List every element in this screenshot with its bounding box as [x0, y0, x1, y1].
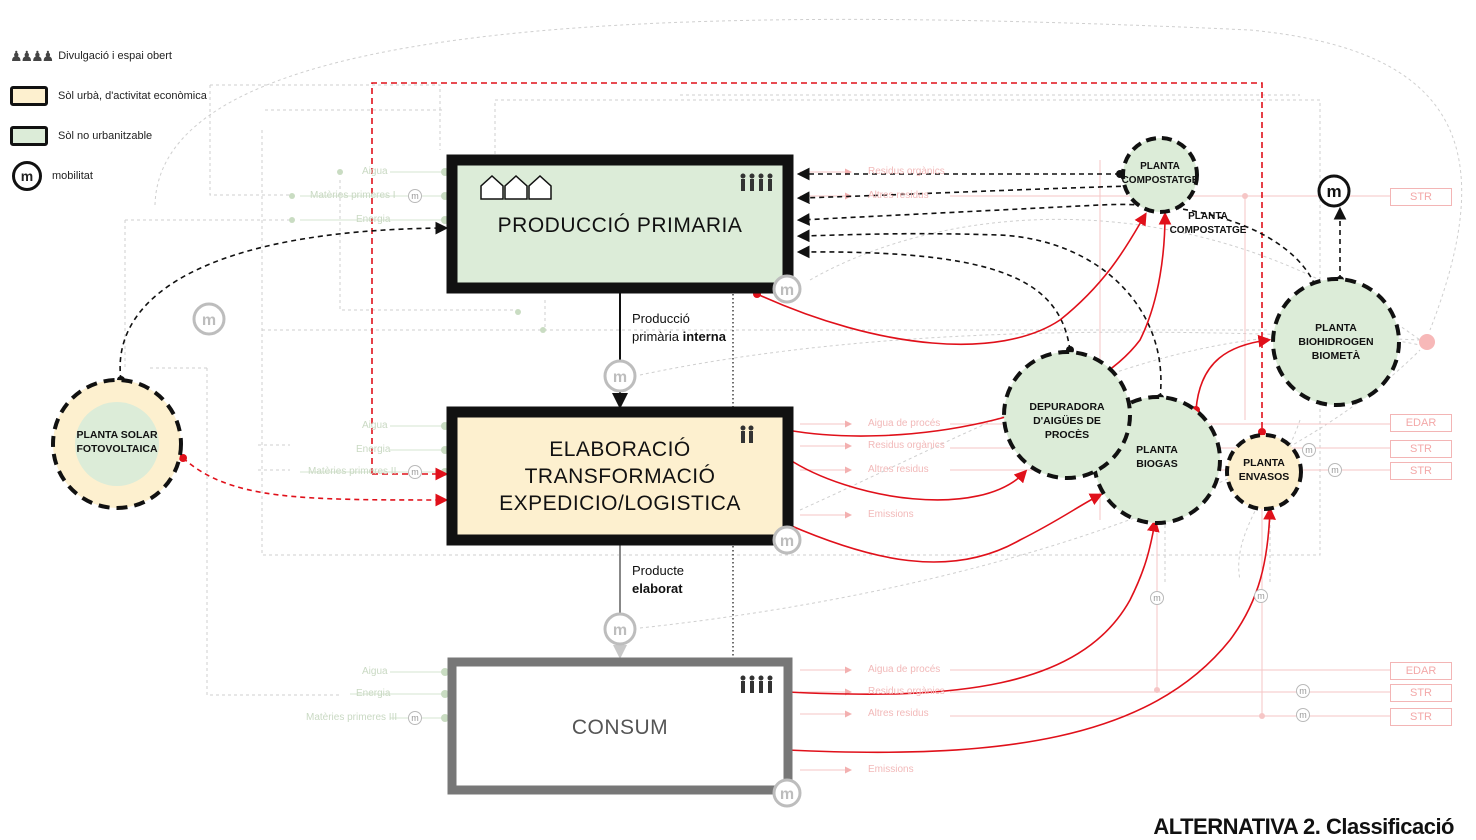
destination-str-2: STR	[1390, 440, 1452, 458]
plant-depuradora	[1002, 350, 1132, 480]
people-icon-primaria	[740, 173, 773, 191]
plant-biohidrogen	[1271, 277, 1401, 407]
svg-text:m: m	[1326, 182, 1341, 201]
label-plant-solar: PLANTA SOLAR FOTOVOLTAICA	[76, 429, 158, 455]
destination-str-3: STR	[1390, 462, 1452, 480]
mobility-icon: m	[12, 161, 42, 191]
input-energia-2: Energia	[356, 444, 391, 455]
destination-str-5: STR	[1390, 708, 1452, 726]
legend-item-mobilitat: m mobilitat	[10, 161, 207, 191]
svg-text:m: m	[613, 369, 627, 386]
mobility-icon-small: m	[1296, 684, 1310, 698]
legend-item-divulgacio: ♟♟♟♟ Divulgació i espai obert	[10, 47, 172, 64]
mobility-icon-small: m	[1254, 589, 1268, 603]
plant-compostatge	[1121, 136, 1199, 214]
svg-text:m: m	[780, 786, 794, 803]
legend-swatch-green	[10, 126, 48, 146]
label-elaboracio: ELABORACIÓ TRANSFORMACIÓ EXPEDICIO/LOGIS…	[499, 437, 741, 515]
output-emissions-2: Emissions	[868, 509, 914, 520]
mobility-icon-small: m	[408, 465, 422, 479]
mobility-icon-small: m	[1296, 708, 1310, 722]
output-altres-3: Altres residus	[868, 708, 929, 719]
output-residus-2: Residus orgànics	[868, 440, 945, 451]
input-aigua-3: Aigua	[362, 666, 388, 677]
destination-edar-1: EDAR	[1390, 414, 1452, 432]
destination-edar-2: EDAR	[1390, 662, 1452, 680]
flow-label-primaria-interna: Producció primària interna	[632, 311, 726, 344]
input-materies-3: Matèries primeres III	[306, 712, 398, 723]
input-aigua-2: Aigua	[362, 420, 388, 431]
label-produccio-primaria: PRODUCCIÓ PRIMARIA	[497, 213, 743, 237]
page-title: ALTERNATIVA 2. Classificació	[1153, 814, 1454, 839]
output-altres-2: Altres residus	[868, 464, 929, 475]
input-lines	[300, 171, 445, 719]
mobility-icon-small: m	[1302, 443, 1316, 457]
mobility-icon-small: m	[408, 189, 422, 203]
legend-item-urba: Sòl urbà, d'activitat econòmica	[10, 82, 207, 110]
people-icon-consum	[740, 675, 773, 693]
label-plant-biohidrogen: PLANTA BIOHIDROGEN BIOMETÀ	[1298, 322, 1374, 362]
label-consum: CONSUM	[571, 715, 669, 739]
output-altres-1: Altres residus	[868, 190, 929, 201]
input-aigua-1: Aigua	[362, 166, 388, 177]
flow-label-elaborat: Producte elaborat	[632, 563, 685, 596]
svg-text:m: m	[613, 622, 627, 639]
input-materies-1: Matèries primeres I	[310, 190, 396, 201]
mobility-icon-small: m	[408, 711, 422, 725]
box-produccio-primaria	[446, 154, 794, 294]
svg-text:m: m	[780, 533, 794, 550]
label-plant-compostatge: PLANTA COMPOSTATGE	[1121, 161, 1199, 186]
output-aigua-2: Aigua de procés	[868, 418, 941, 429]
people-icon-elaboracio	[740, 425, 754, 443]
output-residus-1: Residus orgànics	[868, 166, 945, 177]
input-energia-1: Energia	[356, 214, 391, 225]
houses-icon	[480, 174, 552, 200]
destination-str-4: STR	[1390, 684, 1452, 702]
legend-item-no-urbanitzable: Sòl no urbanitzable	[10, 122, 207, 150]
legend-swatch-yellow	[10, 86, 48, 106]
box-elaboracio	[446, 406, 794, 546]
mobility-icon	[1317, 174, 1351, 208]
box-consum	[447, 657, 793, 795]
input-materies-2: Matèries primeres II	[308, 466, 397, 477]
label-plant-depuradora: DEPURADORA D'AIGÜES DE PROCÈS	[1029, 401, 1105, 441]
input-energia-3: Energia	[356, 688, 391, 699]
destination-str-1: STR	[1390, 188, 1452, 206]
label-plant-compostatge-2: PLANTA COMPOSTATGE	[1169, 211, 1247, 236]
output-residus-3: Residus orgànics	[868, 686, 945, 697]
mobility-icon-small: m	[1328, 463, 1342, 477]
legend: ♟♟♟♟ Divulgació i espai obert Sòl urbà, …	[10, 42, 207, 202]
label-plant-envasos: PLANTA ENVASOS	[1238, 457, 1290, 483]
svg-text:m: m	[202, 312, 216, 329]
svg-text:m: m	[780, 282, 794, 299]
people-icon: ♟♟♟♟	[10, 47, 54, 64]
plant-envasos	[1225, 433, 1303, 511]
mobility-icon-small: m	[1150, 591, 1164, 605]
label-plant-biogas: PLANTA BIOGAS	[1136, 444, 1178, 470]
output-aigua-3: Aigua de procés	[868, 664, 941, 675]
output-emissions-3: Emissions	[868, 764, 914, 775]
